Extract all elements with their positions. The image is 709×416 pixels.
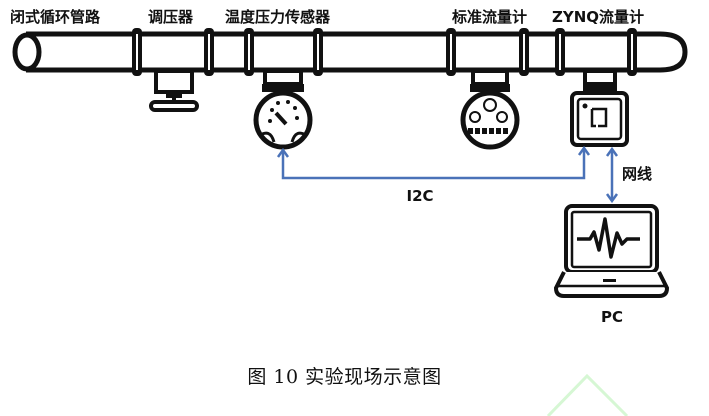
network-cable-connection <box>605 146 619 204</box>
figure-caption: 图 10 实验现场示意图 <box>0 362 709 389</box>
label-regulator: 调压器 <box>148 8 194 26</box>
label-standard-flowmeter: 标准流量计 <box>451 8 527 26</box>
pipe-end-icon <box>12 32 42 72</box>
label-temp-pressure-sensor: 温度压力传感器 <box>225 8 331 26</box>
pipe-icon <box>12 31 688 73</box>
label-pipe: 闭式循环管路 <box>10 8 101 26</box>
label-network-cable: 网线 <box>622 165 652 183</box>
flow-meter-icon <box>460 69 520 150</box>
i2c-connection <box>276 145 591 180</box>
laptop-waveform-icon <box>553 204 670 298</box>
label-pc: PC <box>601 308 623 326</box>
figure-caption-text: 图 10 实验现场示意图 <box>247 366 442 388</box>
regulator-valve-icon <box>149 69 199 112</box>
watermark-chevron <box>546 373 629 416</box>
label-zynq-flowmeter: ZYNQ流量计 <box>552 8 644 26</box>
chip-icon <box>570 69 629 147</box>
label-i2c: I2C <box>406 187 433 205</box>
pressure-gauge-icon <box>253 69 313 150</box>
